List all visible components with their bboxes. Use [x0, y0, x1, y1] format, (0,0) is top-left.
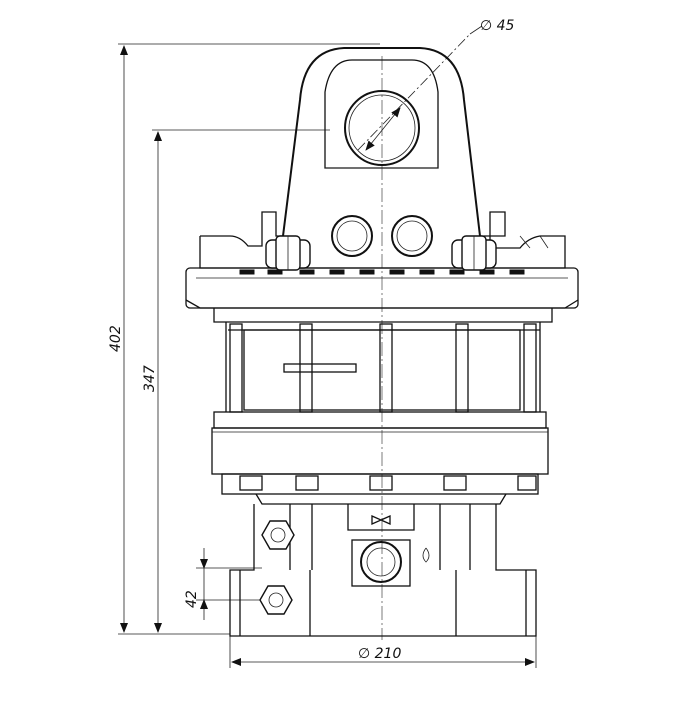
base-diameter-label: ∅ 210 [358, 646, 401, 662]
overall-height-label: 402 [108, 325, 124, 352]
mounting-lug [282, 47, 481, 237]
port-icon [360, 541, 402, 583]
gear-ring [211, 411, 549, 505]
dimension-lines [118, 25, 537, 668]
hex-bolt-icon [261, 520, 295, 550]
port-height-label: 42 [184, 590, 200, 608]
swivel-base [229, 504, 537, 637]
motor-section [225, 322, 541, 413]
hole-diameter-label: ∅ 45 [480, 18, 515, 34]
drop-icon [422, 547, 430, 563]
pin-hole-icon [344, 90, 420, 166]
flange-bolts-row [239, 269, 525, 275]
hydraulic-fitting-icon [265, 235, 311, 271]
port-icon [391, 215, 433, 257]
hydraulic-fitting-icon [451, 235, 497, 271]
tie-rods [229, 323, 537, 413]
ring-bolts [239, 475, 537, 491]
body-height-label: 347 [142, 365, 158, 392]
upper-housing [185, 211, 579, 323]
port-icon [331, 215, 373, 257]
valve-icon [371, 514, 391, 526]
hex-bolt-icon [259, 585, 293, 615]
